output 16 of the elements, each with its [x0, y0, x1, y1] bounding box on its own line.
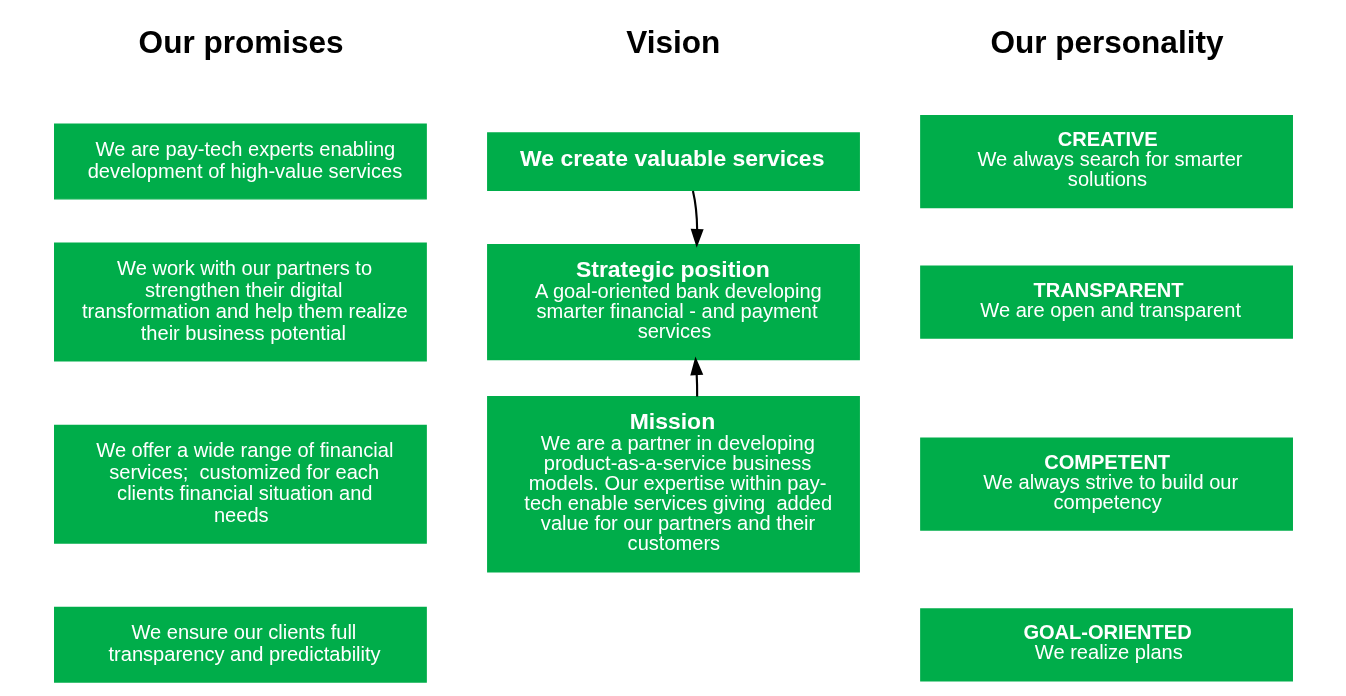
node-box: COMPETENT We always strive to build our competency	[919, 437, 1293, 531]
node-box: CREATIVE We always search for smarter solutions	[919, 114, 1293, 209]
node-box: We are pay-tech experts enabling development of high-value services	[53, 123, 427, 200]
node-box: Strategic position A goal-oriented bank developing smarter financial - and payment services	[486, 244, 860, 361]
arrow	[689, 356, 703, 397]
arrow	[690, 190, 704, 248]
node-box: We offer a wide range of financial services; customized for each clients financial situation and needs	[53, 424, 427, 544]
node-box: We create valuable services	[486, 132, 860, 191]
node-box: We ensure our clients full transparency and predictability	[53, 606, 427, 683]
node-box: Mission We are a partner in developing product-as-a-service business models. Our expertise within pay-tech enable services giving added value for our partners and their customers	[486, 396, 860, 573]
label: Vision	[625, 24, 720, 61]
label: Our personality	[989, 24, 1223, 61]
label: Our promises	[138, 24, 344, 61]
node-box: GOAL-ORIENTED We realize plans	[919, 608, 1293, 682]
node-box: We work with our partners to strengthen their digital transformation and help them realize their business potential	[53, 242, 427, 362]
node-box: TRANSPARENT We are open and transparent	[919, 265, 1293, 339]
